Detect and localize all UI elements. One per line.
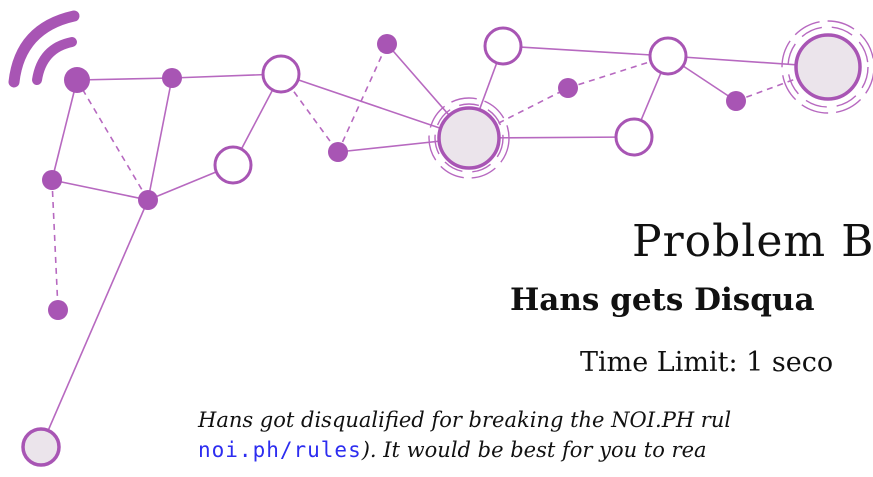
statement-line: noi.ph/rules). It would be best for you … xyxy=(198,435,873,465)
network-edge xyxy=(51,179,149,201)
statement-text: ). It would be best for you to rea xyxy=(361,438,707,462)
network-edge xyxy=(76,77,173,81)
wifi-icon xyxy=(8,10,80,88)
network-node-hollow xyxy=(614,117,654,157)
network-edge xyxy=(502,45,669,57)
problem-statement: Hans got disqualified for breaking the N… xyxy=(198,405,873,465)
network-node-hollow xyxy=(213,145,253,185)
network-edge xyxy=(51,179,59,311)
problem-name: Hans gets Disqua xyxy=(510,282,815,318)
network-edge xyxy=(280,73,470,139)
network-hub xyxy=(781,20,873,114)
network-edge xyxy=(76,79,149,201)
network-node xyxy=(377,34,397,54)
network-node-hollow xyxy=(483,26,523,66)
network-node xyxy=(64,67,90,93)
network-node xyxy=(48,300,68,320)
network-edge xyxy=(51,79,78,181)
network-node xyxy=(726,91,746,111)
statement-line: Hans got disqualified for breaking the N… xyxy=(198,408,732,432)
network-node xyxy=(42,170,62,190)
problem-label: Problem B xyxy=(632,216,873,267)
network-node-hollow xyxy=(648,36,688,76)
network-edge xyxy=(40,199,149,448)
rules-link[interactable]: noi.ph/rules xyxy=(198,438,362,462)
network-node xyxy=(328,142,348,162)
time-limit: Time Limit: 1 seco xyxy=(580,347,834,378)
network-node-hollow xyxy=(261,54,301,94)
network-node xyxy=(558,78,578,98)
network-edge xyxy=(147,77,173,201)
network-edge xyxy=(468,87,569,139)
network-node xyxy=(138,190,158,210)
network-node-large xyxy=(21,427,61,467)
network-hub xyxy=(428,97,510,179)
network-edge xyxy=(337,43,388,153)
network-node xyxy=(162,68,182,88)
